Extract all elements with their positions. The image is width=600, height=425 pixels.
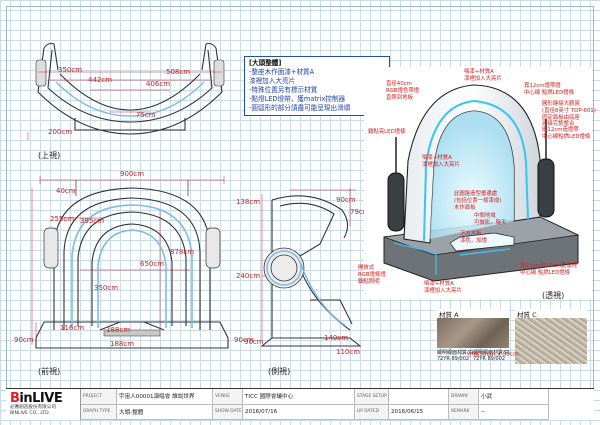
front-dim-90b: 90cm (234, 336, 254, 344)
notes-line: 漆裡加入大亮片 (249, 77, 296, 85)
front-dim-116: 116cm (60, 324, 84, 332)
remark-label: REMARK (449, 404, 479, 420)
material-c-swatch (515, 318, 587, 364)
drawn-value: 小武 (479, 389, 549, 405)
callout-paint-top: 噴漆+材質A 漆裡加入大亮片 (464, 69, 502, 82)
perspective-illustration (383, 84, 580, 282)
show-date-value: 2016/07/16 (243, 404, 355, 420)
front-dim-40: 40cm (56, 187, 76, 195)
perspective-view-label: (透視) (542, 291, 565, 300)
drawn-label: DRAWN (449, 389, 479, 405)
stage-label: STAGE SETUP DATE (355, 389, 389, 405)
front-dim-395: 395cm (80, 217, 104, 225)
front-dim-188b: 188cm (110, 340, 134, 348)
updated-value: 2016/06/15 (389, 404, 449, 420)
top-dim-200: 200cm (48, 128, 72, 136)
callout-disc-panel: 此圓盤造型畫邊處 (包括位置一樣漆成) 木作面板 (454, 191, 502, 211)
title-grid: PROJECT 宇宙人00001演唱會 誰說世界 VENUE TICC 國際會議… (81, 389, 594, 420)
side-dim-79: 79cm (350, 208, 370, 216)
stage-value (389, 389, 449, 405)
side-view-label: (側視) (268, 366, 290, 376)
venue-label: VENUE (213, 389, 243, 405)
front-dim-878: 878cm (170, 248, 194, 256)
material-a-swatch (437, 318, 509, 348)
front-view-label: (前視) (38, 366, 60, 376)
callout-rgb-open: 開放式 RGB燈條燈 鑄點照明 (358, 265, 386, 285)
notes-line: -特殊位置另有標示材質 (249, 86, 318, 94)
project-value: 宇宙人00001演唱會 誰說世界 (117, 389, 213, 405)
company-name: 必應創造股份有限公司 (10, 405, 56, 410)
top-dim-442: 442cm (88, 76, 112, 84)
callout-rgb-light: 直徑40cm RGB燈色帶燈 直照到地板 (386, 81, 420, 101)
side-dim-138: 138cm (236, 198, 260, 206)
logo-mark: BinLIVE (10, 391, 63, 406)
graph-type-value: 大頭-整體 (117, 404, 213, 420)
callout-led-strip: 嵌12cm造燈帶 中心線點燃LED燈條 (542, 127, 591, 140)
material-chip-a: 顯明顯面材質/白 72YR 89/002 (437, 350, 474, 362)
front-dim-350: 350cm (94, 284, 118, 292)
venue-value: TICC 國際會議中心 (243, 389, 355, 405)
callout-led-left: 鑄點亮LED燈條 (368, 129, 406, 135)
material-a-header: 材質 A (437, 309, 509, 319)
grid-scale-note: 一 小格30cm x 30cm (460, 352, 519, 358)
side-dim-240: 240cm (236, 272, 260, 280)
graph-type-label: GRAPH TYPE (81, 404, 117, 420)
updated-label: UP DATED (355, 404, 389, 420)
project-label: PROJECT (81, 389, 117, 405)
side-dim-90: 90cm (336, 196, 356, 204)
callout-speaker: 圓形鏈接大觀賞 (直徑8英寸 TOP-601) 固定面板由底座 連接完整整合 (542, 101, 596, 128)
callout-led-20cm: 寬20cm與10cm處畫裡 中心線 點燃LED燈條 (520, 263, 578, 276)
callout-middle-area: 中間地域 可做影，陰天 (474, 213, 507, 226)
company-name-en: BINLIVE CO., LTD. (10, 411, 51, 416)
callout-led-12cm: 寬12cm燈帶燈 中心線 點燃LED燈條 (524, 83, 575, 96)
front-dim-650: 650cm (140, 260, 164, 268)
company-logo: BinLIVE 必應創造股份有限公司 BINLIVE CO., LTD. (6, 389, 81, 420)
side-dim-140: 140cm (324, 334, 348, 342)
top-dim-75: 75cm (136, 111, 156, 119)
material-chip-b: 顯明顯面材質/白 72YR 89/002 (473, 350, 510, 362)
title-block: BinLIVE 必應創造股份有限公司 BINLIVE CO., LTD. PRO… (6, 388, 594, 420)
top-view-label: (上視) (38, 151, 60, 160)
callout-paint-mid: 噴漆+材質A 漆裡加入大亮片 (422, 155, 460, 168)
front-dim-255: 255cm (50, 215, 74, 223)
notes-line: -點燈LED燈帶，獲matrix控制器 (249, 95, 346, 103)
top-dim-350: 350cm (58, 66, 82, 74)
top-dim-508: 508cm (166, 68, 190, 76)
remark-value: -- (479, 404, 549, 420)
notes-title: [大頭整體] (249, 59, 282, 67)
notes-line: -圓弧形的部分請盡可能呈現出滑順 (249, 104, 351, 112)
top-dim-406: 406cm (146, 80, 170, 88)
material-c-header: 材質 C (515, 309, 587, 319)
side-dim-110: 110cm (336, 348, 360, 356)
front-dim-188a: 188cm (106, 326, 130, 334)
perspective-render: 直徑40cm RGB燈色帶燈 直照到地板 噴漆+材質A 漆裡加入大亮片 寬12c… (358, 67, 596, 299)
front-dim-900: 900cm (120, 170, 144, 178)
show-date-label: SHOW DATE (213, 404, 243, 420)
callout-lower-board: 下方木板 漆色，加燈 (460, 231, 487, 244)
side-dim-90b: 90cm (244, 338, 264, 346)
material-swatches: 材質 A 材質 C 顯明顯面材質/白 72YR 89/002 顯明顯面材質/白 … (437, 309, 587, 375)
callout-paint-base: 噴漆+材質A 漆裡加入大亮片 (424, 281, 462, 294)
notes-line: -整座木作面漆+材質A (249, 68, 315, 76)
front-dim-90a: 90cm (14, 336, 34, 344)
